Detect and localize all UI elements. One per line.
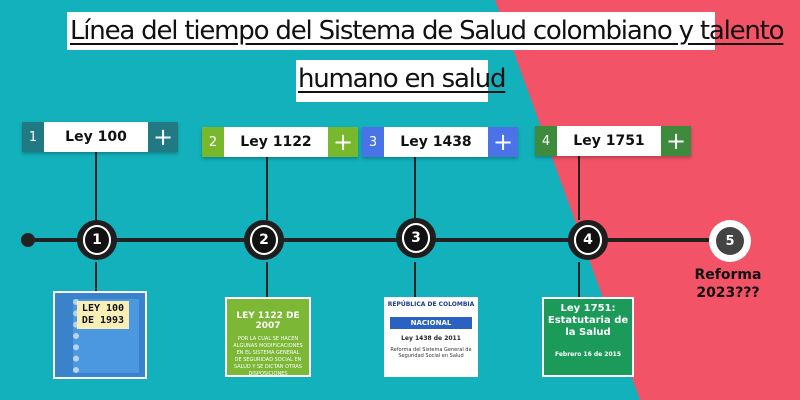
thumbnail-tag: LEY 100 DE 1993 xyxy=(77,301,129,329)
thumbnail-heading: Ley 1751: Estatutaria de la Salud xyxy=(547,303,629,338)
thumbnail-ley-1751[interactable]: Ley 1751: Estatutaria de la Salud Febrer… xyxy=(544,299,632,375)
connector-1-top xyxy=(95,150,97,220)
thumbnail-subtext: POR LA CUAL SE HACEN ALGUNAS MODIFICACIO… xyxy=(233,336,303,375)
connector-3-top xyxy=(414,156,416,218)
expand-plus-icon[interactable]: + xyxy=(148,122,178,152)
title-box-2 xyxy=(296,60,488,102)
thumbnail-bar: NACIONAL xyxy=(390,317,472,329)
timeline-start-dot xyxy=(21,233,35,247)
event-number: 2 xyxy=(202,127,224,157)
thumbnail-date: Febrero 16 de 2015 xyxy=(554,351,621,358)
event-card-ley-1438[interactable]: 3 Ley 1438 + xyxy=(362,127,518,157)
title-box-1 xyxy=(67,12,715,50)
connector-4-top xyxy=(578,156,580,220)
timeline-node-4[interactable]: 4 xyxy=(568,220,608,260)
connector-1-bottom xyxy=(95,262,97,292)
event-label: Ley 100 xyxy=(44,122,148,152)
connector-4-bottom xyxy=(578,262,580,298)
thumbnail-description: Reforma del Sistema General de Seguridad… xyxy=(390,347,472,359)
event-label: Ley 1438 xyxy=(384,127,488,157)
thumbnail-top: REPÚBLICA DE COLOMBIA xyxy=(387,301,475,308)
thumbnail-heading: LEY 1122 DE 2007 xyxy=(236,311,300,331)
event-label: Ley 1751 xyxy=(557,126,661,156)
timeline-node-5[interactable]: 5 xyxy=(709,220,751,262)
connector-3-bottom xyxy=(414,262,416,298)
expand-plus-icon[interactable]: + xyxy=(661,126,691,156)
thumbnail-ley-1122[interactable]: LEY 1122 DE 2007 POR LA CUAL SE HACEN AL… xyxy=(227,299,309,375)
page-title-line-2: humano en salud xyxy=(298,64,506,94)
event-number: 3 xyxy=(362,127,384,157)
event-number: 4 xyxy=(535,126,557,156)
timeline-node-3[interactable]: 3 xyxy=(396,218,436,258)
thumbnail-law: Ley 1438 de 2011 xyxy=(401,335,461,342)
event-number: 1 xyxy=(22,122,44,152)
connector-2-bottom xyxy=(266,262,268,298)
thumbnail-ley-1438[interactable]: REPÚBLICA DE COLOMBIA NACIONAL Ley 1438 … xyxy=(386,299,476,375)
expand-plus-icon[interactable]: + xyxy=(328,127,358,157)
event-label: Ley 1122 xyxy=(224,127,328,157)
reforma-label: Reforma 2023??? xyxy=(694,267,762,301)
expand-plus-icon[interactable]: + xyxy=(488,127,518,157)
timeline-node-2[interactable]: 2 xyxy=(244,220,284,260)
thumbnail-ley-100[interactable]: LEY 100 DE 1993 xyxy=(55,293,145,377)
page-title-line-1: Línea del tiempo del Sistema de Salud co… xyxy=(70,16,785,46)
event-card-ley-100[interactable]: 1 Ley 100 + xyxy=(22,122,178,152)
event-card-ley-1751[interactable]: 4 Ley 1751 + xyxy=(535,126,691,156)
timeline-axis xyxy=(28,238,728,242)
event-card-ley-1122[interactable]: 2 Ley 1122 + xyxy=(202,127,358,157)
timeline-node-1[interactable]: 1 xyxy=(77,220,117,260)
connector-2-top xyxy=(266,156,268,220)
